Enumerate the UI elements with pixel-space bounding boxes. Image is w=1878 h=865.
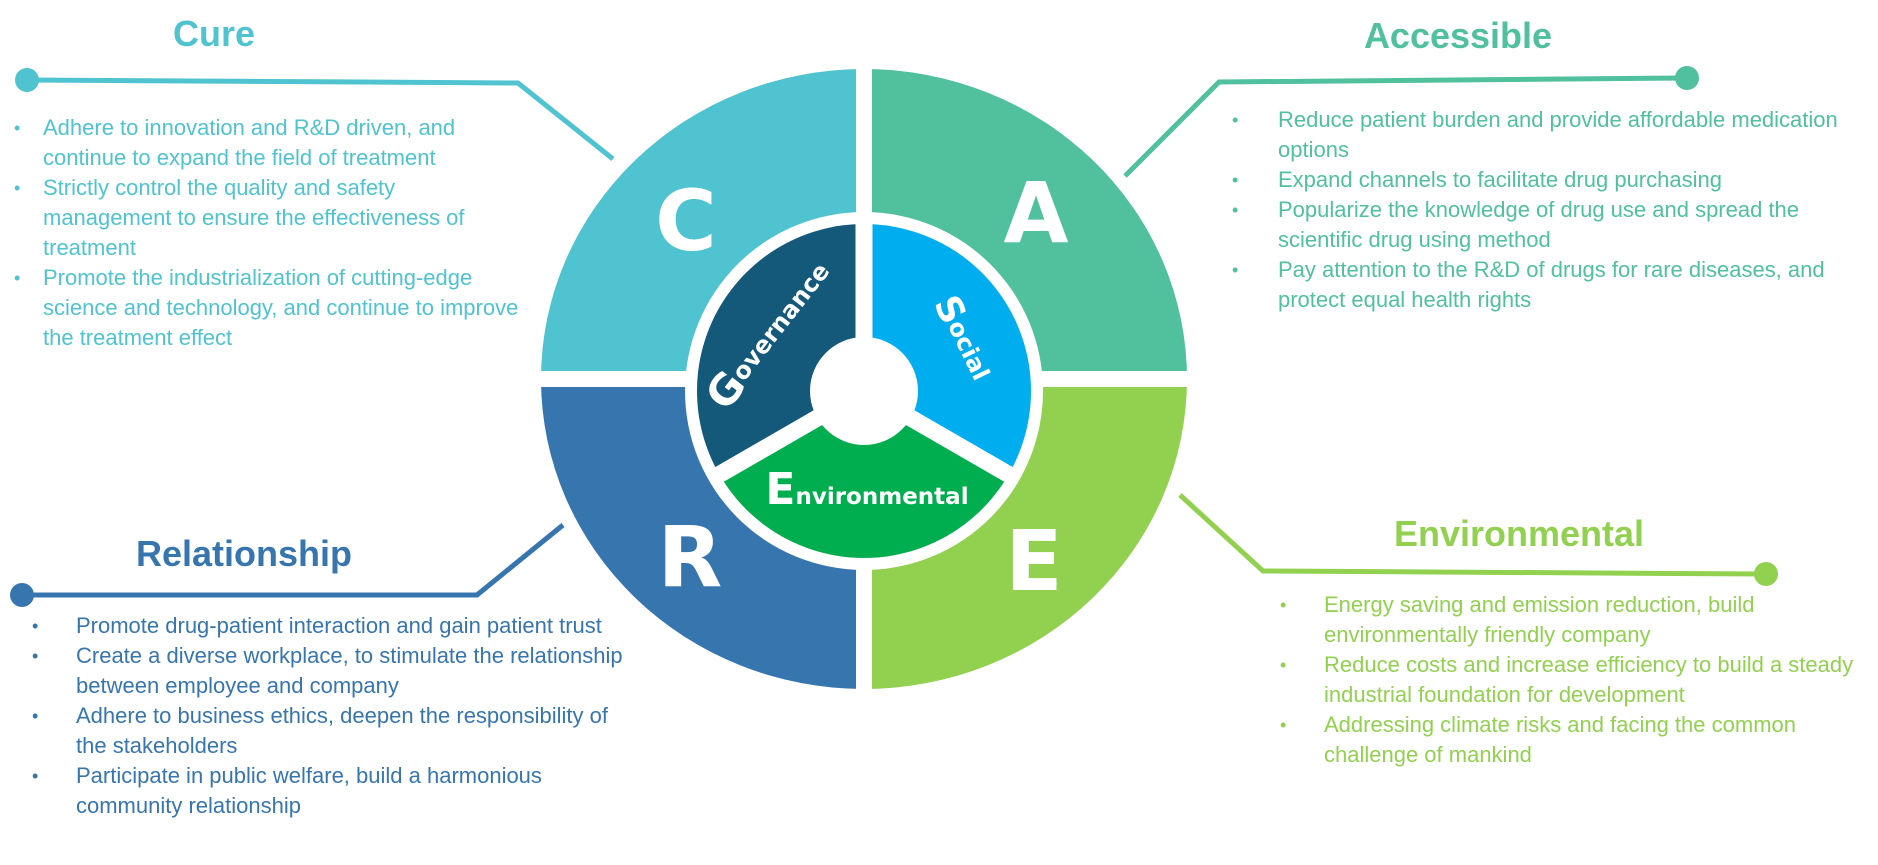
list-item: • Adhere to business ethics, deepen the r… xyxy=(32,701,636,761)
relationship-connector xyxy=(10,523,565,607)
bullet-text: Adhere to business ethics, deepen the re… xyxy=(76,703,608,758)
bullet-icon: • xyxy=(14,118,21,138)
environmental-bullet-list: • Energy saving and emission reduction, b… xyxy=(1280,590,1869,770)
bullet-text: Adhere to innovation and R&D driven, and… xyxy=(43,115,456,170)
bullet-text: Reduce patient burden and provide afford… xyxy=(1278,107,1838,162)
bullet-icon: • xyxy=(32,766,39,786)
accessible-bullet-list: • Reduce patient burden and provide affor… xyxy=(1232,105,1838,315)
accessible-connector xyxy=(1123,66,1699,178)
cure-bullet-list: • Adhere to innovation and R&D driven, an… xyxy=(14,113,523,353)
bullet-icon: • xyxy=(32,646,39,666)
list-item: • Promote the industrialization of cuttin… xyxy=(14,263,523,353)
bullet-text: Expand channels to facilitate drug purch… xyxy=(1278,167,1722,192)
bullet-text: Reduce costs and increase efficiency to … xyxy=(1324,652,1854,707)
list-item: • Promote drug-patient interaction and ga… xyxy=(32,611,636,641)
bullet-icon: • xyxy=(1280,715,1287,735)
list-item: • Participate in public welfare, build a … xyxy=(32,761,636,821)
bullet-text: Popularize the knowledge of drug use and… xyxy=(1278,197,1800,252)
bullet-icon: • xyxy=(1232,110,1239,130)
bullet-icon: • xyxy=(14,268,21,288)
bullet-icon: • xyxy=(1280,595,1287,615)
relationship-bullet-list: • Promote drug-patient interaction and ga… xyxy=(32,611,636,821)
cure-title: Cure xyxy=(172,13,256,54)
inner-segment-social xyxy=(864,224,1031,475)
list-item: • Reduce patient burden and provide affor… xyxy=(1232,105,1838,165)
bullet-icon: • xyxy=(32,616,39,636)
environmental-title: Environmental xyxy=(1393,513,1645,554)
letter-r: R xyxy=(658,508,723,606)
relationship-connector-dot xyxy=(10,583,34,607)
bullet-icon: • xyxy=(32,706,39,726)
bullet-icon: • xyxy=(14,178,21,198)
bullet-icon: • xyxy=(1232,260,1239,280)
environmental-initial: E xyxy=(765,464,795,515)
cure-connector xyxy=(15,68,615,161)
inner-segment-governance xyxy=(697,224,864,475)
list-item: • Addressing climate risks and facing the… xyxy=(1280,710,1869,770)
list-item: • Expand channels to facilitate drug purc… xyxy=(1232,165,1838,195)
cure-connector-dot xyxy=(15,68,39,92)
letter-e: E xyxy=(1005,512,1062,610)
bullet-text: Promote drug-patient interaction and gai… xyxy=(76,613,602,638)
letter-c: C xyxy=(655,172,717,270)
accessible-title: Accessible xyxy=(1363,15,1553,56)
list-item: • Popularize the knowledge of drug use an… xyxy=(1232,195,1838,255)
list-item: • Adhere to innovation and R&D driven, an… xyxy=(14,113,523,173)
letter-a: A xyxy=(1003,164,1068,262)
bullet-text: Strictly control the quality and safety … xyxy=(43,175,465,260)
list-item: • Pay attention to the R&D of drugs for r… xyxy=(1232,255,1838,315)
environmental-connector xyxy=(1178,493,1778,586)
bullet-icon: • xyxy=(1232,170,1239,190)
bullet-icon: • xyxy=(1280,655,1287,675)
list-item: • Strictly control the quality and safety… xyxy=(14,173,523,263)
bullet-text: Participate in public welfare, build a h… xyxy=(76,763,542,818)
bullet-text: Energy saving and emission reduction, bu… xyxy=(1324,592,1755,647)
bullet-text: Pay attention to the R&D of drugs for ra… xyxy=(1278,257,1825,312)
list-item: • Energy saving and emission reduction, b… xyxy=(1280,590,1869,650)
environmental-rest: nvironmental xyxy=(795,484,968,510)
relationship-title: Relationship xyxy=(135,533,353,574)
list-item: • Create a diverse workplace, to stimulat… xyxy=(32,641,636,701)
bullet-text: Promote the industrialization of cutting… xyxy=(43,265,519,350)
inner-segment-environmental xyxy=(719,391,1009,558)
list-item: • Reduce costs and increase efficiency to… xyxy=(1280,650,1869,710)
environmental-inner-label: Environmental xyxy=(765,464,968,515)
accessible-connector-dot xyxy=(1675,66,1699,90)
bullet-text: Create a diverse workplace, to stimulate… xyxy=(76,643,623,698)
bullet-text: Addressing climate risks and facing the … xyxy=(1324,712,1796,767)
bullet-icon: • xyxy=(1232,200,1239,220)
environmental-connector-dot xyxy=(1754,562,1778,586)
